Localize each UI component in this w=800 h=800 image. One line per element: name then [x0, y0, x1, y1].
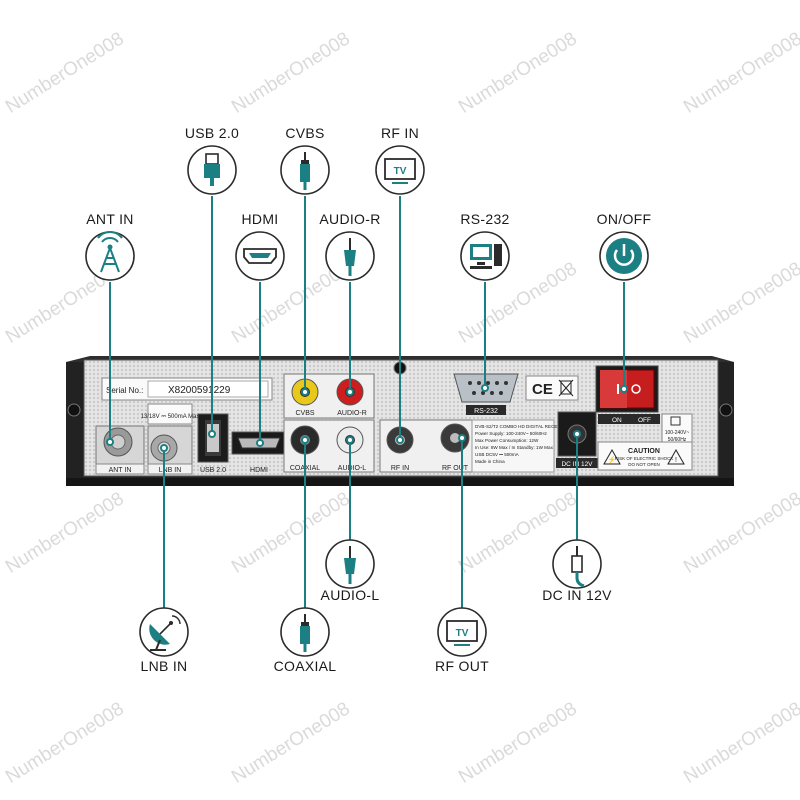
rs232-port-label: RS-232: [474, 408, 498, 415]
label-coaxial: COAXIAL: [273, 658, 337, 674]
label-lnb-in: LNB IN: [140, 658, 188, 674]
rca-plug-icon: [280, 607, 330, 657]
lnb-in-port: 13/18V ⎓ 500mA Max LNB IN: [141, 403, 200, 475]
satellite-dish-icon: [139, 607, 189, 657]
label-ant-in: ANT IN: [86, 211, 134, 227]
svg-text:Max Power Consumption: 12W: Max Power Consumption: 12W: [475, 438, 539, 443]
ant-in-port-label: ANT IN: [109, 467, 132, 474]
label-on-off: ON/OFF: [596, 211, 652, 227]
cvbs-port-label: CVBS: [295, 410, 314, 417]
av-jacks-block: CVBS AUDIO-R COAXIAL AUDIO-L: [283, 373, 375, 473]
audio-r-port-label: AUDIO-R: [337, 410, 367, 417]
label-rf-in: RF IN: [380, 125, 420, 141]
rca-plug-icon: [280, 145, 330, 195]
tv-icon: TV: [437, 607, 487, 657]
dc-plug-icon: [552, 539, 602, 589]
lnb-rating: 13/18V ⎓ 500mA Max: [141, 414, 200, 420]
rf-ports: RF IN RF OUT: [379, 419, 473, 473]
usb-port-label: USB 2.0: [200, 467, 226, 474]
svg-text:CE: CE: [532, 381, 553, 398]
label-rs232: RS-232: [460, 211, 510, 227]
antenna-tower-icon: [85, 231, 135, 281]
tv-icon: TV: [375, 145, 425, 195]
svg-text:TV: TV: [394, 166, 407, 177]
svg-text:!: !: [675, 457, 677, 464]
serial-value: X8200591229: [168, 385, 231, 396]
label-dc-in: DC IN 12V: [542, 587, 612, 603]
svg-text:⚡: ⚡: [608, 455, 617, 464]
caution-sticker: ⚡ ! CAUTION RISK OF ELECTRIC SHOCK DO NO…: [597, 441, 693, 471]
svg-text:In Use: 8W Max / In Standby: 1: In Use: 8W Max / In Standby: 1W Max: [475, 445, 554, 450]
svg-text:Made in China: Made in China: [475, 459, 505, 464]
label-usb: USB 2.0: [184, 125, 240, 141]
svg-text:100-240V~: 100-240V~: [665, 430, 690, 436]
connector-lines: [109, 196, 625, 608]
hdmi-port-icon: [235, 231, 285, 281]
voltage-badge: 100-240V~ 50/60Hz: [661, 413, 693, 445]
connector-endpoints: [106, 384, 628, 452]
svg-text:TV: TV: [456, 628, 469, 639]
power-icon: [599, 231, 649, 281]
svg-text:DO NOT OPEN: DO NOT OPEN: [628, 462, 659, 467]
svg-text:CAUTION: CAUTION: [628, 448, 660, 455]
label-cvbs: CVBS: [285, 125, 325, 141]
computer-icon: [460, 231, 510, 281]
rf-in-port-label: RF IN: [391, 465, 409, 472]
label-audio-l: AUDIO-L: [320, 587, 380, 603]
audio-l-port-label: AUDIO-L: [338, 465, 367, 472]
label-hdmi: HDMI: [241, 211, 279, 227]
serial-label: Serial No.:: [106, 386, 143, 395]
audio-jack-icon: [325, 539, 375, 589]
ce-mark: CE: [525, 375, 579, 401]
svg-text:DVB-S2/T2 COMBO HD DIGITAL REC: DVB-S2/T2 COMBO HD DIGITAL RECEIVER: [475, 424, 569, 429]
label-audio-r: AUDIO-R: [319, 211, 381, 227]
svg-text:USB DC5V ⎓ 500mA: USB DC5V ⎓ 500mA: [475, 452, 520, 457]
ant-in-port: ANT IN: [95, 425, 145, 475]
audio-jack-icon: [325, 231, 375, 281]
rf-out-port-label: RF OUT: [442, 465, 469, 472]
svg-text:Power Supply: 100-240V~ 50/60H: Power Supply: 100-240V~ 50/60Hz: [475, 431, 548, 436]
off-label: OFF: [638, 417, 651, 424]
lnb-in-port-label: LNB IN: [159, 467, 182, 474]
label-rf-out: RF OUT: [435, 658, 489, 674]
spec-sticker: DVB-S2/T2 COMBO HD DIGITAL RECEIVER Powe…: [471, 419, 569, 473]
svg-text:RISK OF ELECTRIC SHOCK: RISK OF ELECTRIC SHOCK: [615, 456, 674, 461]
svg-text:50/60Hz: 50/60Hz: [668, 437, 687, 443]
on-label: ON: [612, 417, 622, 424]
usb-plug-icon: [187, 145, 237, 195]
hdmi-port-label: HDMI: [250, 467, 268, 474]
power-switch: ON OFF: [595, 365, 660, 424]
serial-sticker: Serial No.: X8200591229: [101, 377, 273, 401]
